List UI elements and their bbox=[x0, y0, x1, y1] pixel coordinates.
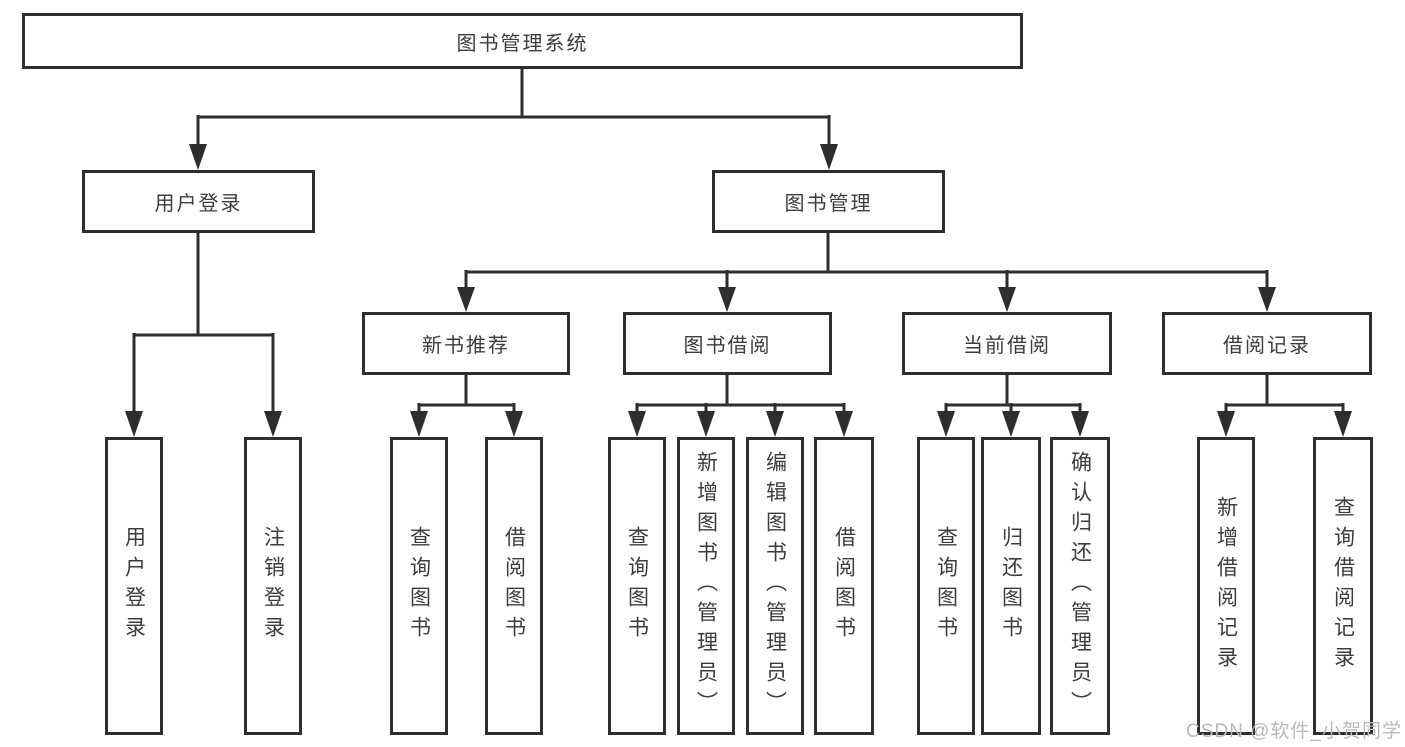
connectors-current-borrow bbox=[937, 375, 1089, 437]
connectors-borrow-records bbox=[1217, 375, 1352, 437]
leaf-edit-books-admin-label: 编辑图书（管理员） bbox=[763, 451, 787, 721]
leaf-borrow-books: 借阅图书 bbox=[814, 437, 874, 735]
node-book-management: 图书管理 bbox=[712, 170, 945, 233]
leaf-borrow-books-recommend-label: 借阅图书 bbox=[502, 526, 526, 646]
connectors-root bbox=[189, 69, 838, 170]
leaf-query-books-recommend: 查询图书 bbox=[390, 437, 448, 735]
leaf-user-login-label: 用户登录 bbox=[122, 526, 146, 646]
connectors-book-borrow bbox=[628, 375, 853, 437]
connectors-user-login bbox=[125, 233, 282, 437]
node-new-book-recommend: 新书推荐 bbox=[362, 312, 570, 375]
leaf-add-borrow-record: 新增借阅记录 bbox=[1197, 437, 1255, 735]
node-user-login: 用户登录 bbox=[82, 170, 315, 233]
leaf-logout-label: 注销登录 bbox=[261, 526, 285, 646]
leaf-query-borrow-record: 查询借阅记录 bbox=[1313, 437, 1373, 735]
node-book-borrow-label: 图书借阅 bbox=[683, 335, 772, 357]
node-library-system-label: 图书管理系统 bbox=[456, 32, 589, 55]
node-current-borrow: 当前借阅 bbox=[902, 312, 1112, 375]
leaf-confirm-return-admin-label: 确认归还（管理员） bbox=[1068, 451, 1092, 721]
connectors-book-management bbox=[457, 233, 1276, 312]
node-book-management-label: 图书管理 bbox=[784, 193, 873, 215]
csdn-watermark: CSDN @软件_小贺同学 bbox=[1186, 721, 1402, 742]
leaf-add-books-admin-label: 新增图书（管理员） bbox=[694, 451, 718, 721]
leaf-query-borrow-record-label: 查询借阅记录 bbox=[1331, 496, 1355, 676]
node-borrow-records-label: 借阅记录 bbox=[1223, 335, 1311, 357]
leaf-return-books: 归还图书 bbox=[981, 437, 1041, 735]
leaf-query-books-current-label: 查询图书 bbox=[934, 526, 958, 646]
node-user-login-label: 用户登录 bbox=[154, 193, 243, 215]
leaf-return-books-label: 归还图书 bbox=[999, 526, 1023, 646]
node-current-borrow-label: 当前借阅 bbox=[963, 335, 1051, 357]
leaf-user-login: 用户登录 bbox=[105, 437, 163, 735]
leaf-query-books-borrow: 查询图书 bbox=[608, 437, 666, 735]
leaf-query-books-current: 查询图书 bbox=[917, 437, 975, 735]
leaf-add-books-admin: 新增图书（管理员） bbox=[677, 437, 735, 735]
leaf-logout: 注销登录 bbox=[244, 437, 302, 735]
leaf-query-books-recommend-label: 查询图书 bbox=[407, 526, 431, 646]
leaf-add-borrow-record-label: 新增借阅记录 bbox=[1214, 496, 1238, 676]
leaf-edit-books-admin: 编辑图书（管理员） bbox=[746, 437, 804, 735]
leaf-borrow-books-label: 借阅图书 bbox=[832, 526, 856, 646]
node-library-system: 图书管理系统 bbox=[22, 13, 1023, 69]
leaf-confirm-return-admin: 确认归还（管理员） bbox=[1050, 437, 1110, 735]
node-book-borrow: 图书借阅 bbox=[623, 312, 832, 375]
leaf-borrow-books-recommend: 借阅图书 bbox=[485, 437, 543, 735]
connectors-new-book bbox=[410, 375, 523, 437]
node-new-book-recommend-label: 新书推荐 bbox=[422, 335, 510, 357]
leaf-query-books-borrow-label: 查询图书 bbox=[625, 526, 649, 646]
node-borrow-records: 借阅记录 bbox=[1162, 312, 1372, 375]
